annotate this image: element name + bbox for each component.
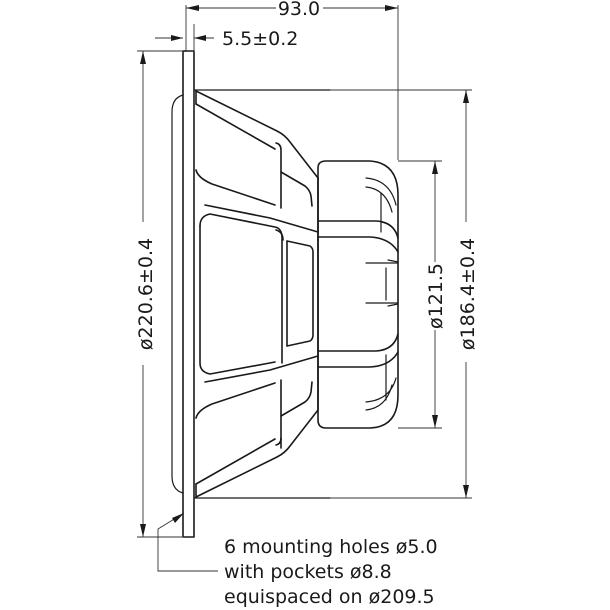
cutout-diameter-label: ø186.4±0.4 bbox=[457, 238, 479, 350]
dimension-overall-depth bbox=[185, 5, 399, 160]
mounting-note-line-3: equispaced on ø209.5 bbox=[224, 586, 435, 608]
mounting-hole-leader bbox=[157, 512, 218, 572]
dimension-flange-thickness bbox=[155, 24, 214, 52]
mounting-note-line-2: with pockets ø8.8 bbox=[224, 561, 392, 583]
dimension-magnet-diameter bbox=[398, 160, 442, 429]
speaker-magnet bbox=[317, 160, 399, 429]
mounting-note-line-1: 6 mounting holes ø5.0 bbox=[224, 536, 438, 558]
flange-thickness-label: 5.5±0.2 bbox=[222, 28, 298, 50]
dimension-cutout-diameter bbox=[330, 89, 472, 499]
speaker-basket bbox=[193, 89, 331, 499]
flange-diameter-label: ø220.6±0.4 bbox=[135, 238, 157, 350]
overall-depth-label: 93.0 bbox=[278, 0, 320, 20]
magnet-diameter-label: ø121.5 bbox=[425, 263, 447, 329]
speaker-flange bbox=[171, 50, 195, 538]
dimension-flange-diameter bbox=[137, 50, 184, 538]
